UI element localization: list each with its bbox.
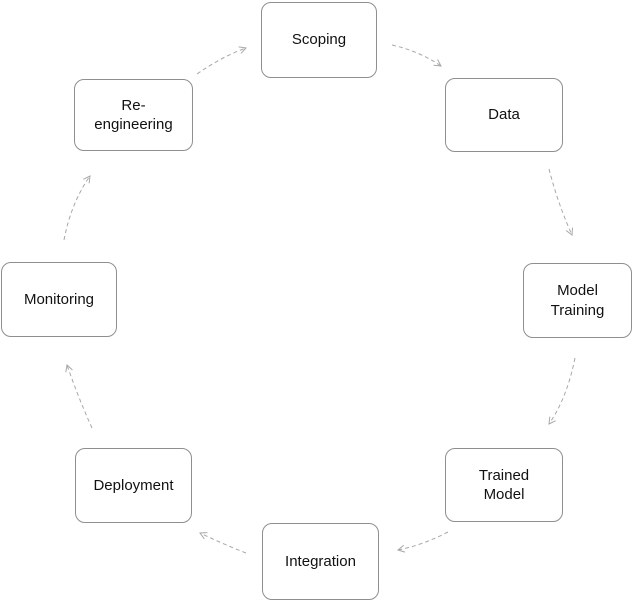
node-deployment-label: Deployment <box>93 476 174 494</box>
arrow-re-engineering-to-scoping <box>196 46 247 75</box>
node-integration: Integration <box>262 523 379 600</box>
arrow-trained-model-to-integration <box>396 531 449 553</box>
node-trained-model-label: Trained Model <box>478 466 530 504</box>
node-scoping: Scoping <box>261 2 377 78</box>
node-trained-model: Trained Model <box>445 448 563 522</box>
node-monitoring-label: Monitoring <box>23 290 95 308</box>
node-re-engineering: Re- engineering <box>74 79 193 151</box>
node-deployment: Deployment <box>75 448 192 523</box>
arrow-scoping-to-data <box>391 44 442 67</box>
node-re-engineering-label: Re- engineering <box>94 96 173 134</box>
arrow-data-to-model-training <box>548 168 574 236</box>
node-model-training-label: Model Training <box>550 282 605 319</box>
arrow-model-training-to-trained-model <box>548 357 576 425</box>
arrow-deployment-to-monitoring <box>65 364 93 429</box>
node-monitoring: Monitoring <box>1 262 117 337</box>
node-data: Data <box>445 78 563 152</box>
node-model-training: Model Training <box>523 263 632 338</box>
node-scoping-label: Scoping <box>291 31 347 49</box>
node-data-label: Data <box>488 106 520 124</box>
node-integration-label: Integration <box>285 552 356 570</box>
arrow-integration-to-deployment <box>199 532 247 554</box>
arrow-monitoring-to-re-engineering <box>63 175 91 241</box>
